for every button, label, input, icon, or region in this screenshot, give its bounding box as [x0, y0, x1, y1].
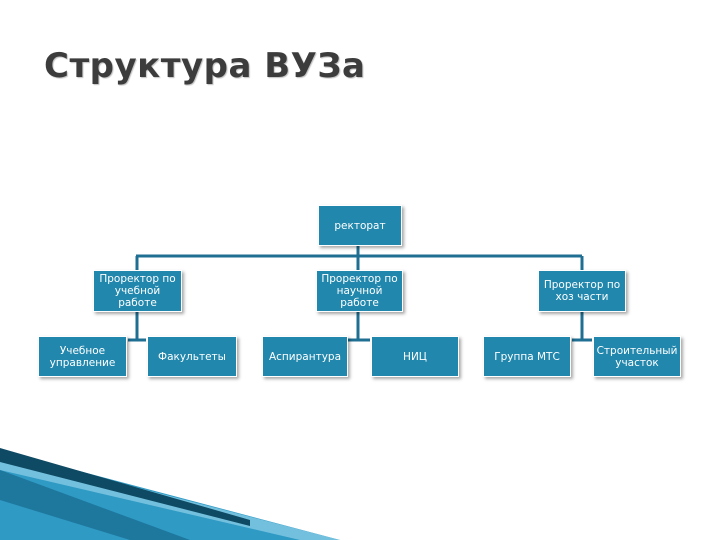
unit-label: Учебное управление	[49, 344, 116, 369]
unit-label: Группа МТС	[494, 350, 560, 363]
unit-box-postgraduate: Аспирантура	[262, 336, 348, 377]
root-label: ректорат	[334, 219, 386, 232]
slide-title: Структура ВУЗа	[44, 46, 366, 86]
root-box-rectorate: ректорат	[318, 205, 402, 246]
unit-box-construction-site: Строительный участок	[593, 336, 681, 377]
vice-rector-box-household: Проректор по хоз части	[538, 270, 626, 312]
unit-label: НИЦ	[403, 350, 427, 363]
vice-rector-box-education: Проректор по учебной работе	[93, 270, 182, 312]
unit-label: Строительный участок	[596, 344, 678, 369]
unit-label: Факультеты	[158, 350, 226, 363]
vice-rector-label: Проректор по хоз части	[543, 279, 621, 303]
unit-box-academic-office: Учебное управление	[38, 336, 127, 377]
unit-label: Аспирантура	[268, 350, 342, 363]
vice-rector-box-science: Проректор по научной работе	[316, 270, 403, 312]
unit-box-research-center: НИЦ	[371, 336, 459, 377]
unit-box-faculties: Факультеты	[147, 336, 237, 377]
vice-rector-label: Проректор по учебной работе	[99, 273, 176, 309]
unit-box-mts-group: Группа МТС	[483, 336, 571, 377]
vice-rector-label: Проректор по научной работе	[321, 273, 398, 309]
